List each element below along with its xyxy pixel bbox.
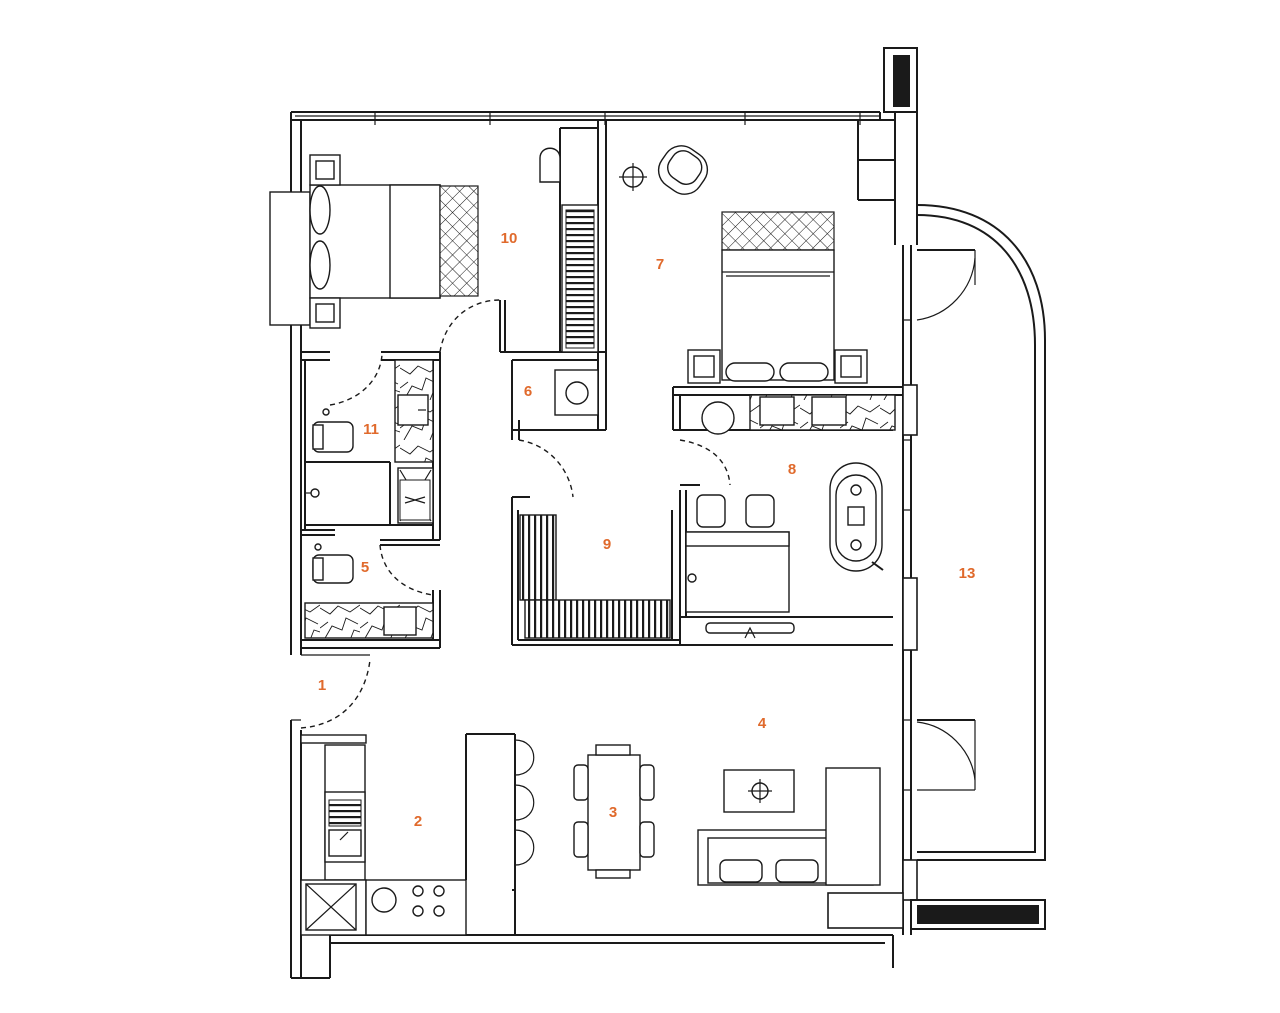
room-label-1: 1 [318,677,326,694]
bathroom-5-fixtures [304,543,434,639]
room-labels: 1 2 3 4 5 6 7 8 9 10 11 13 [318,230,976,830]
room-label-2: 2 [414,813,422,830]
room-label-7: 7 [656,256,664,273]
doors [291,299,731,729]
room-label-13: 13 [959,565,976,582]
room-label-11: 11 [363,421,379,438]
room-label-4: 4 [758,715,767,732]
storage-9-shelves [519,514,671,639]
room-label-6: 6 [524,383,532,400]
room-label-3: 3 [609,804,617,821]
bedroom-10-furniture [269,147,599,353]
room-label-9: 9 [603,536,611,553]
bathroom-8-fixtures [685,394,896,639]
kitchen-2-fixtures [300,734,535,936]
living-4-furniture [697,767,881,886]
exterior-walls [290,47,1046,979]
bedroom-7-furniture [619,145,868,384]
interior-walls [301,120,903,935]
bathroom-11-fixtures [305,359,434,524]
balcony [916,204,1046,861]
room-label-5: 5 [361,559,369,576]
dining-3-furniture [573,744,655,879]
room-label-10: 10 [501,230,518,247]
laundry-6 [554,369,599,416]
room-label-8: 8 [788,461,796,478]
